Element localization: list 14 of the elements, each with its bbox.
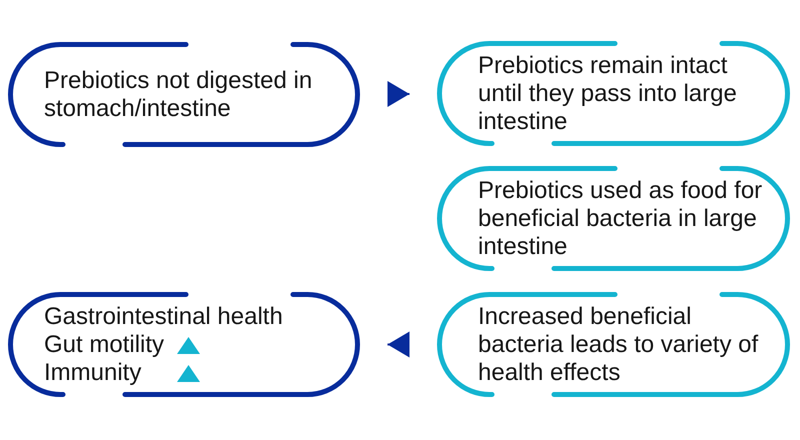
pill-text: Prebiotics not digested in stomach/intestine: [44, 66, 314, 122]
arrow: [388, 81, 410, 107]
process-pill: [8, 42, 360, 147]
pill-text: Immunity: [44, 358, 142, 386]
pill-text: Prebiotics used as food for beneficial bacteria in large intestine: [478, 176, 764, 260]
pill-text: Gut motility: [44, 330, 164, 358]
process-pill: [437, 41, 790, 146]
pill-text: Prebiotics remain intact until they pass into large intestine: [478, 52, 738, 136]
pill-text: Gastrointestinal health: [44, 302, 284, 330]
process-pill: [437, 292, 790, 397]
process-pill: [437, 166, 790, 271]
process-pill: [8, 292, 360, 397]
pill-text: Increased beneficial bacteria leads to variety of health effects: [478, 302, 760, 386]
arrow: [388, 332, 410, 358]
